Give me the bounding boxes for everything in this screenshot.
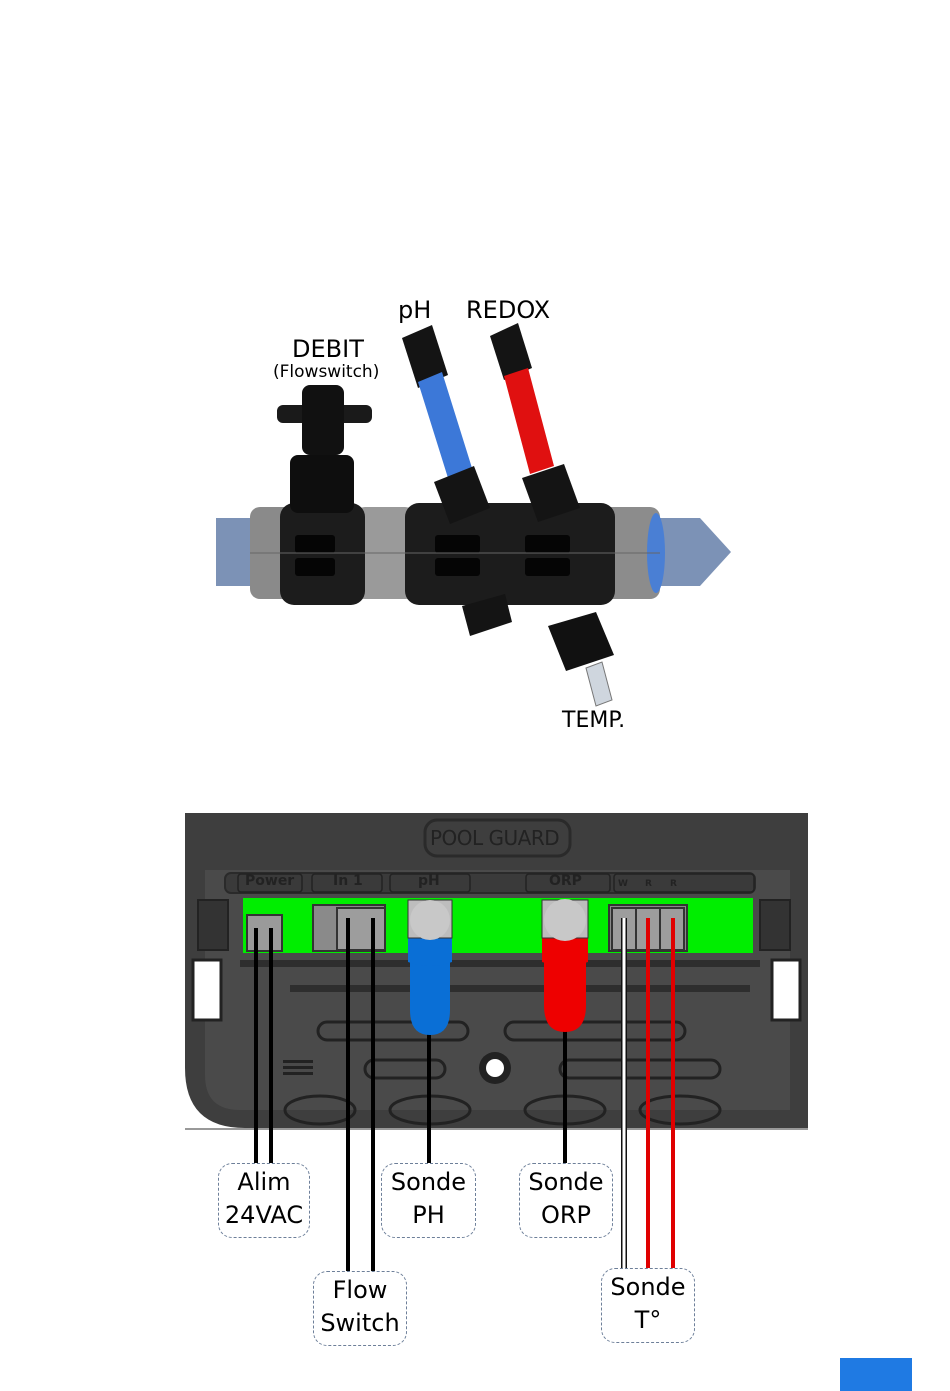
terminal-label-orp: ORP <box>549 873 582 889</box>
alim-line1: Alim <box>219 1166 309 1199</box>
sonde-orp-line1: Sonde <box>520 1166 612 1199</box>
power-connector <box>247 915 282 951</box>
sonde-ph-line1: Sonde <box>382 1166 475 1199</box>
ph-probe-head <box>408 900 452 1035</box>
terminal-label-temp-w: W <box>618 879 628 889</box>
alim-label-box: Alim 24VAC <box>218 1163 310 1238</box>
sonde-ph-line2: PH <box>382 1199 475 1232</box>
terminal-label-temp-r2: R <box>670 879 677 889</box>
sonde-orp-line2: ORP <box>520 1199 612 1232</box>
page-tab-marker <box>840 1358 912 1391</box>
terminal-label-power: Power <box>245 873 294 889</box>
terminal-label-in1: In 1 <box>333 873 363 889</box>
flow-line1: Flow <box>314 1274 406 1307</box>
terminal-label-temp-r1: R <box>645 879 652 889</box>
terminal-label-ph: pH <box>418 873 440 889</box>
brand-label: POOL GUARD <box>430 826 559 850</box>
sonde-t-line1: Sonde <box>602 1271 694 1304</box>
flow-line2: Switch <box>314 1307 406 1340</box>
sonde-t-label-box: Sonde T° <box>601 1268 695 1343</box>
alim-line2: 24VAC <box>219 1199 309 1232</box>
sonde-t-line2: T° <box>602 1304 694 1337</box>
flow-switch-label-box: Flow Switch <box>313 1271 407 1346</box>
orp-probe-head <box>542 899 588 1032</box>
in1-connector <box>337 908 385 950</box>
sonde-orp-label-box: Sonde ORP <box>519 1163 613 1238</box>
sonde-ph-label-box: Sonde PH <box>381 1163 476 1238</box>
